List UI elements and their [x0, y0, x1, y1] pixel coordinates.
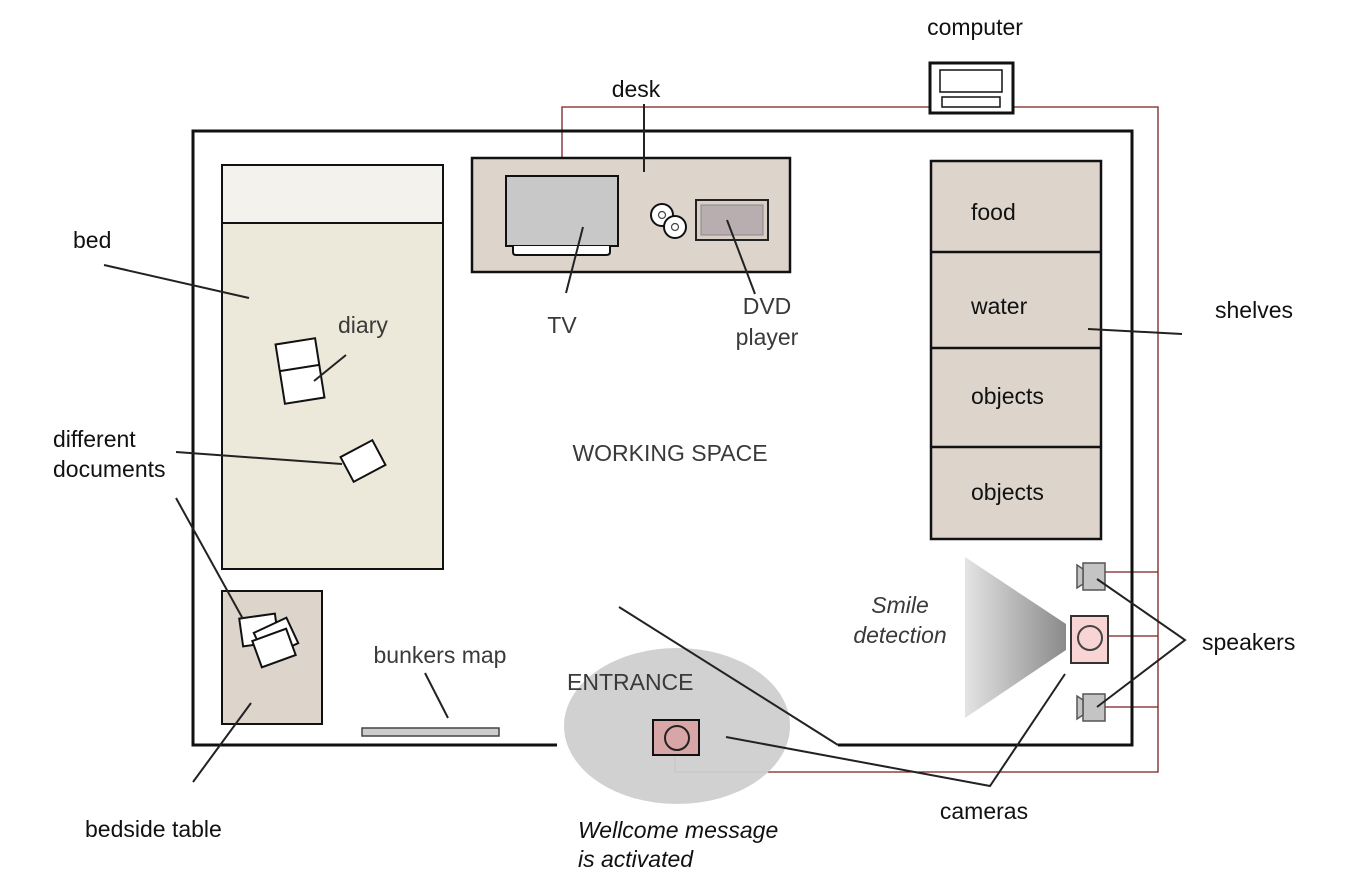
leader-diary [313, 354, 347, 382]
label-documents-line2: documents [53, 456, 166, 482]
document-on-bed [339, 438, 387, 484]
label-dvd-line2: player [736, 324, 799, 350]
main-camera [1070, 615, 1109, 664]
bunkers-map [361, 727, 500, 737]
leader-bedside-table [192, 702, 252, 783]
shelf-item-water: water [970, 293, 1028, 319]
leader-bed [103, 264, 250, 299]
leader-documents-table [175, 497, 244, 620]
desk [470, 156, 792, 274]
computer [928, 61, 1015, 115]
diary [274, 337, 326, 405]
shelf-item-objects-1: objects [971, 383, 1044, 409]
tv [505, 175, 619, 247]
leader-cameras [725, 673, 1066, 788]
speaker-top [1076, 562, 1106, 591]
label-welcome-line2: is activated [578, 846, 694, 872]
leader-documents-bed [175, 451, 343, 465]
leader-tv [565, 226, 584, 294]
shelves [929, 159, 1103, 541]
label-computer: computer [927, 14, 1023, 40]
label-smile-line1: Smile [871, 592, 929, 618]
label-entrance: ENTRANCE [567, 669, 694, 695]
room-walls [191, 129, 1134, 747]
label-shelves: shelves [1215, 297, 1293, 323]
label-speakers: speakers [1202, 629, 1295, 655]
label-working-space: WORKING SPACE [572, 440, 767, 466]
label-dvd-line1: DVD [743, 293, 792, 319]
entrance-camera [652, 719, 700, 756]
leader-lines [103, 104, 1187, 788]
leader-dvd [726, 219, 756, 295]
speaker-bottom [1076, 693, 1106, 722]
bedside-table [221, 590, 323, 725]
label-documents-line1: different [53, 426, 136, 452]
label-desk: desk [612, 76, 661, 102]
label-bunkers-map: bunkers map [374, 642, 507, 668]
smile-detection-cone [965, 557, 1066, 718]
shelf-item-objects-2: objects [971, 479, 1044, 505]
label-bed: bed [73, 227, 111, 253]
leader-bunkers-map [424, 672, 449, 719]
label-diary: diary [338, 312, 388, 338]
bed-pillow [221, 164, 444, 224]
label-smile-line2: detection [853, 622, 946, 648]
door-swing [618, 606, 839, 746]
shelf-item-food: food [971, 199, 1016, 225]
wire-tv-computer [561, 106, 930, 177]
leader-speakers [1096, 578, 1187, 708]
leader-shelves [1087, 328, 1183, 335]
label-welcome-line1: Wellcome message [578, 817, 778, 843]
label-bedside-table: bedside table [85, 816, 222, 842]
label-cameras: cameras [940, 798, 1028, 824]
dvd-discs-icon [650, 203, 687, 239]
label-tv: TV [547, 312, 577, 338]
